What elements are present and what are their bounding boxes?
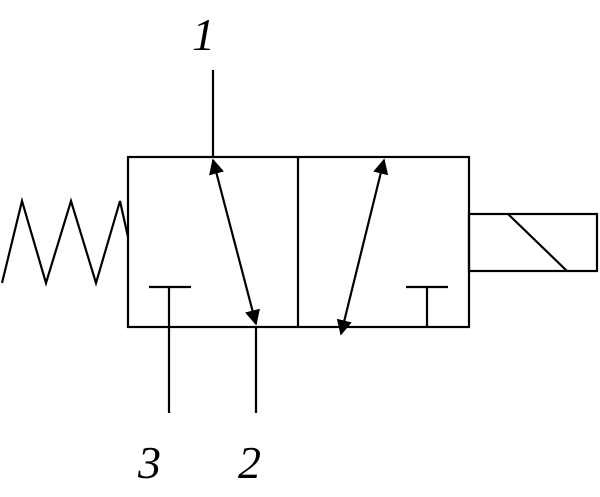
port-3-label: 3 <box>138 437 161 488</box>
port-2-label: 2 <box>238 437 261 488</box>
left-flow-arrow <box>209 158 260 326</box>
solenoid-icon <box>467 212 599 273</box>
solenoid-coil-line <box>507 213 568 272</box>
port-1-label: 1 <box>192 9 215 60</box>
spring-icon <box>0 196 130 287</box>
right-flow-arrow <box>336 158 389 336</box>
